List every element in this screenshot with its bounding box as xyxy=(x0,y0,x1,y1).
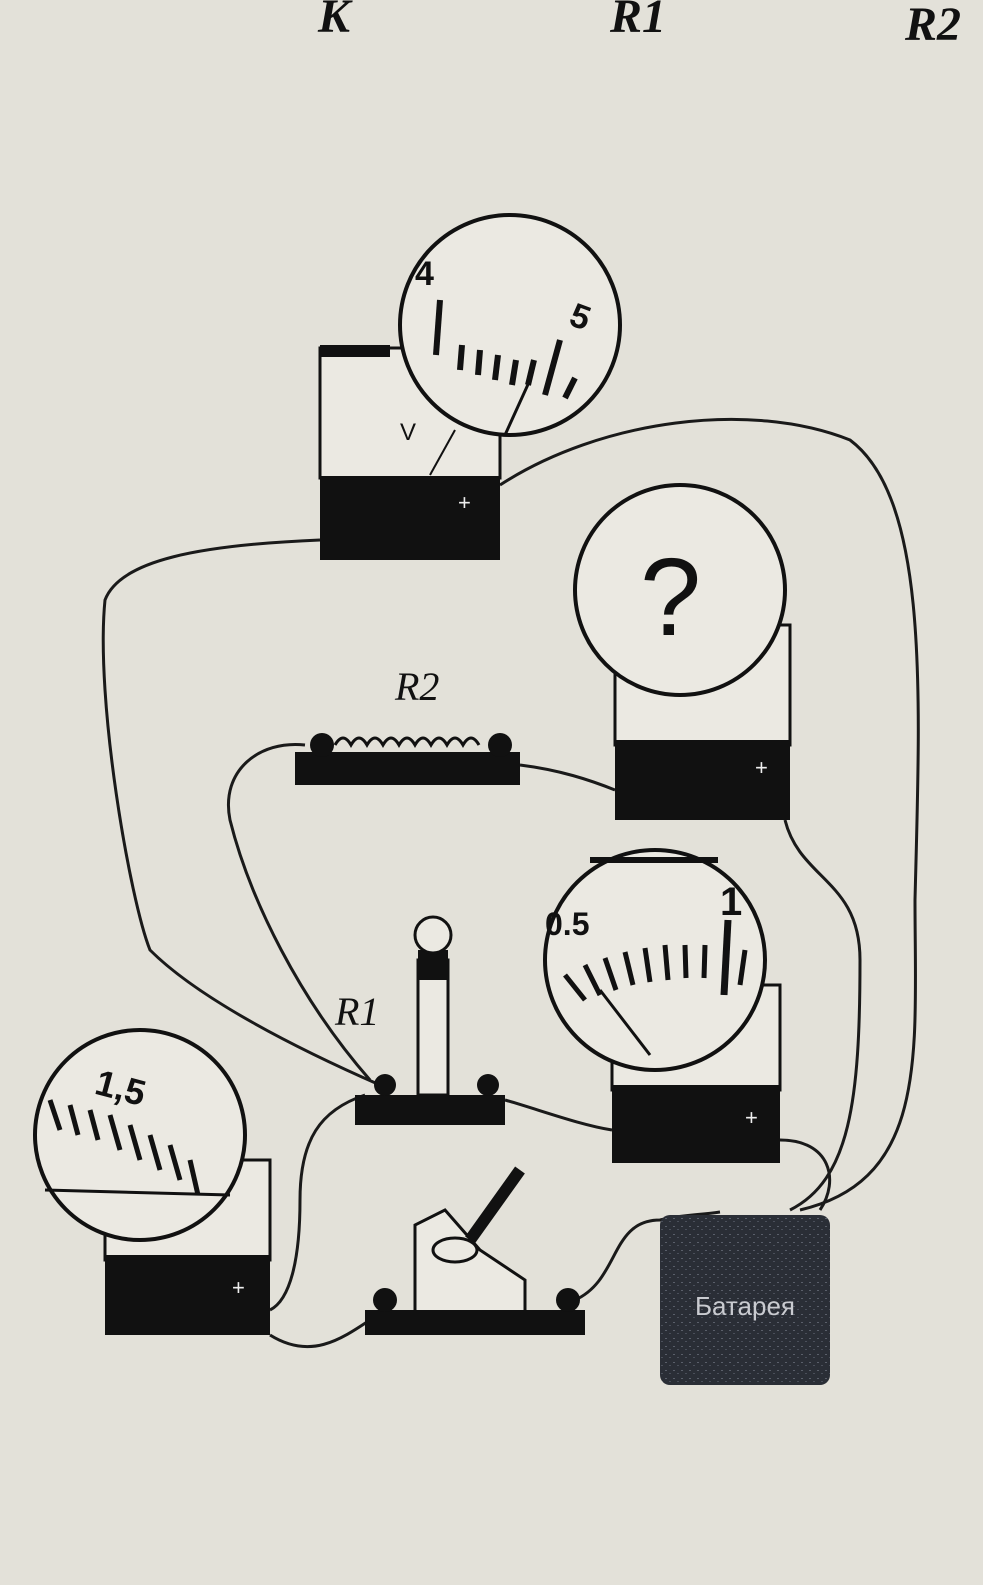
lamp-r1: R1 xyxy=(334,915,505,1125)
battery: Батарея xyxy=(660,1215,830,1385)
ammeter-right: + 0.5 1 xyxy=(543,848,782,1163)
header-label-k: K xyxy=(317,0,353,43)
header-label-r2: R2 xyxy=(904,0,961,51)
header-label-r1: R1 xyxy=(609,0,666,43)
ammeter-right-magnifier xyxy=(543,848,767,1072)
voltmeter-magnifier xyxy=(398,213,622,437)
switch-lever xyxy=(465,1166,525,1244)
ammeter-left-magnifier xyxy=(33,1028,247,1242)
battery-label: Батарея xyxy=(695,1291,795,1321)
ammeter-right-plus: + xyxy=(745,1105,758,1130)
voltmeter-scale-4: 4 xyxy=(415,255,434,293)
ammeter-right-scale-1: 1 xyxy=(720,880,742,924)
ammeter-left-plus: + xyxy=(232,1275,245,1300)
ammeter-unknown: + ? xyxy=(573,483,792,820)
ammeter-unknown-magnifier xyxy=(573,483,787,697)
lamp-r1-label: R1 xyxy=(334,989,379,1034)
ammeter-right-scale-0-5: 0.5 xyxy=(545,906,589,942)
ammeter-left: + 1,5 xyxy=(33,1028,272,1335)
voltmeter-needle xyxy=(429,429,456,476)
resistor-r2-label: R2 xyxy=(394,664,439,709)
resistor-coil xyxy=(333,736,481,749)
ammeter-unknown-plus: + xyxy=(755,755,768,780)
voltmeter-unit: V xyxy=(400,419,416,446)
resistor-r2: R2 xyxy=(295,664,520,785)
wires xyxy=(101,417,920,1349)
switch-key xyxy=(365,1166,585,1335)
voltmeter: + V 4 5 xyxy=(318,213,622,560)
ammeter-unknown-reading: ? xyxy=(640,536,701,659)
header-labels: K R1 R2 xyxy=(317,0,961,51)
voltmeter-base xyxy=(320,476,500,560)
voltmeter-plus: + xyxy=(458,490,471,515)
lamp-bulb xyxy=(413,915,453,955)
